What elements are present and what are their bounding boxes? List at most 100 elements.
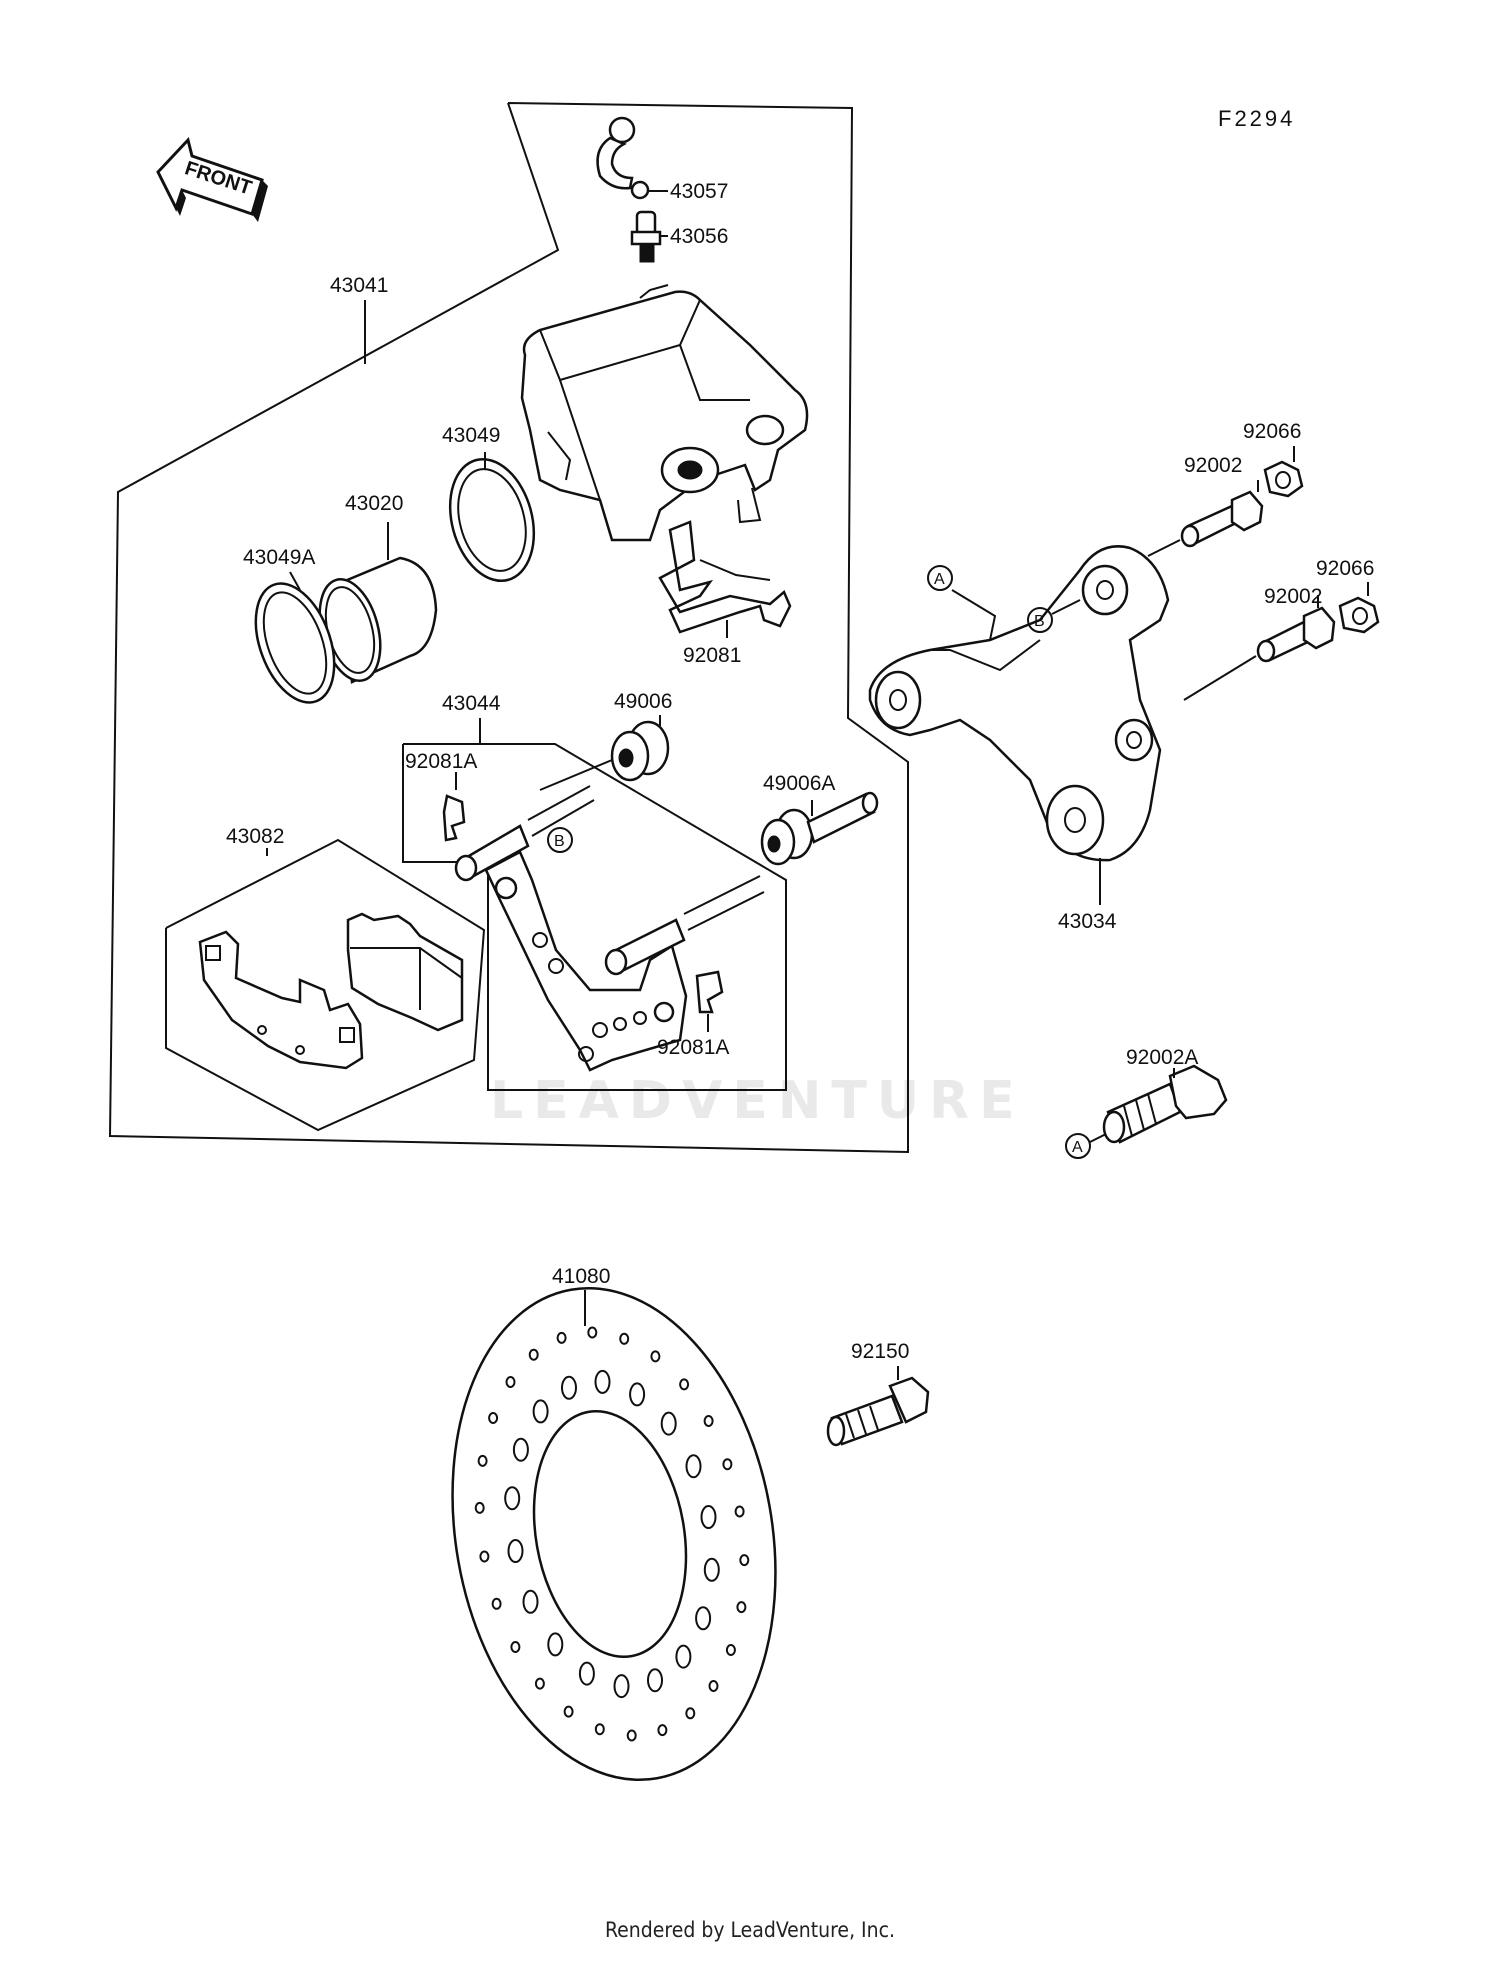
callout-b-bracket <box>547 827 573 853</box>
part-label-92002a: 92002A <box>1126 1046 1198 1069</box>
disc-hole <box>488 1412 499 1424</box>
part-label-92066-top: 92066 <box>1243 420 1301 443</box>
callout-a-bolt-label: A <box>1072 1139 1083 1156</box>
part-label-43057: 43057 <box>670 180 728 203</box>
disc-hole <box>703 1557 720 1582</box>
piston-seal-part <box>448 457 536 583</box>
disc-hole <box>532 1399 549 1424</box>
callout-b-mount-label: B <box>1034 613 1045 630</box>
disc-hole <box>578 1661 595 1686</box>
caliper-bracket-part <box>454 785 765 1072</box>
pad-spring-part <box>658 520 792 634</box>
disc-hole <box>505 1376 516 1388</box>
disc-hole <box>708 1680 719 1692</box>
disc-hole <box>594 1723 605 1736</box>
disc-hole <box>512 1437 529 1462</box>
bleeder-cap-part <box>596 116 650 200</box>
bracket-bolt-part <box>1102 1064 1228 1144</box>
part-label-92081a-bottom: 92081A <box>657 1036 729 1059</box>
disc-hole <box>734 1505 745 1518</box>
disc-hole <box>647 1668 663 1693</box>
disc-hole <box>594 1369 611 1394</box>
part-label-43082: 43082 <box>226 825 284 848</box>
part-label-92081: 92081 <box>683 644 741 667</box>
disc-hole <box>675 1644 692 1669</box>
part-label-43049a: 43049A <box>243 546 315 569</box>
part-label-92002-top: 92002 <box>1184 454 1242 477</box>
disc-hole <box>679 1378 690 1391</box>
part-label-43044: 43044 <box>442 692 501 715</box>
part-label-43056: 43056 <box>670 225 728 248</box>
caliper-body-part <box>520 284 809 542</box>
brake-pad-part <box>198 912 464 1070</box>
bleeder-valve-part <box>630 210 662 263</box>
part-label-43034: 43034 <box>1058 910 1117 933</box>
callout-b-bracket-label: B <box>554 833 565 850</box>
part-label-49006: 49006 <box>614 690 672 713</box>
part-label-92081a-top: 92081A <box>405 750 477 773</box>
disc-hole <box>660 1411 677 1436</box>
disc-hole <box>504 1486 521 1511</box>
disc-hole <box>547 1632 564 1657</box>
disc-hole <box>477 1454 488 1467</box>
disc-hole <box>474 1501 485 1514</box>
flange-nut-mid-part <box>1338 596 1380 634</box>
disc-hole <box>528 1348 539 1361</box>
disc-hole <box>479 1550 490 1563</box>
disc-hole <box>561 1375 577 1400</box>
brake-disc-part <box>451 1286 777 1782</box>
disc-hole <box>522 1589 539 1614</box>
pad-clip-bottom-part <box>695 970 724 1014</box>
pin-boot-part <box>539 720 670 791</box>
disc-hole <box>695 1606 712 1631</box>
disc-hole <box>563 1705 574 1718</box>
disc-hole <box>657 1724 668 1737</box>
disc-hole <box>725 1644 736 1656</box>
pin-boot-a-part <box>760 791 879 866</box>
dust-seal-part <box>254 582 336 704</box>
disc-hole <box>703 1415 714 1427</box>
callout-b-mount <box>1027 607 1053 633</box>
disc-hole <box>739 1554 750 1567</box>
part-label-92002-mid: 92002 <box>1264 585 1322 608</box>
disc-hole <box>534 1677 545 1690</box>
pad-clip-top-part <box>442 794 466 842</box>
callout-a-bolt <box>1065 1133 1091 1159</box>
part-label-43041: 43041 <box>330 274 388 297</box>
callout-a-bracket-label: A <box>934 571 945 588</box>
disc-hole <box>685 1707 696 1720</box>
disc-hole <box>491 1597 502 1610</box>
part-label-92066-mid: 92066 <box>1316 557 1374 580</box>
disc-hole <box>510 1641 521 1653</box>
caliper-assembly-outline <box>108 102 909 1154</box>
disc-hole <box>650 1350 661 1363</box>
mount-bolt-mid-part <box>1183 606 1336 701</box>
callout-a-bracket <box>927 565 953 591</box>
render-credit: Rendered by LeadVenture, Inc. <box>605 1918 895 1942</box>
disc-hole <box>722 1458 733 1471</box>
disc-bolt-part <box>826 1376 930 1447</box>
disc-hole <box>700 1505 717 1529</box>
flange-nut-top-part <box>1263 460 1304 498</box>
disc-hole <box>629 1382 646 1407</box>
disc-hole <box>556 1331 567 1344</box>
disc-hole <box>507 1539 524 1563</box>
disc-hole <box>587 1326 598 1339</box>
watermark: LEADVENTURE <box>490 1071 1025 1131</box>
brake-pad-set-outline <box>165 838 486 1132</box>
part-label-92150: 92150 <box>851 1340 909 1363</box>
disc-hole <box>619 1332 630 1345</box>
disc-hole <box>685 1454 702 1479</box>
front-arrow-icon: FRONT <box>156 136 268 222</box>
disc-hole <box>736 1601 747 1614</box>
part-label-43020: 43020 <box>345 492 403 515</box>
part-label-43049: 43049 <box>442 424 500 447</box>
disc-hole <box>626 1729 637 1742</box>
mount-bolt-top-part <box>1147 490 1264 557</box>
caliper-mount-bracket-part <box>868 545 1170 862</box>
diagram-code: F2294 <box>1218 106 1295 131</box>
disc-hole <box>613 1674 630 1699</box>
part-label-49006a: 49006A <box>763 772 835 795</box>
part-label-41080: 41080 <box>552 1265 610 1288</box>
